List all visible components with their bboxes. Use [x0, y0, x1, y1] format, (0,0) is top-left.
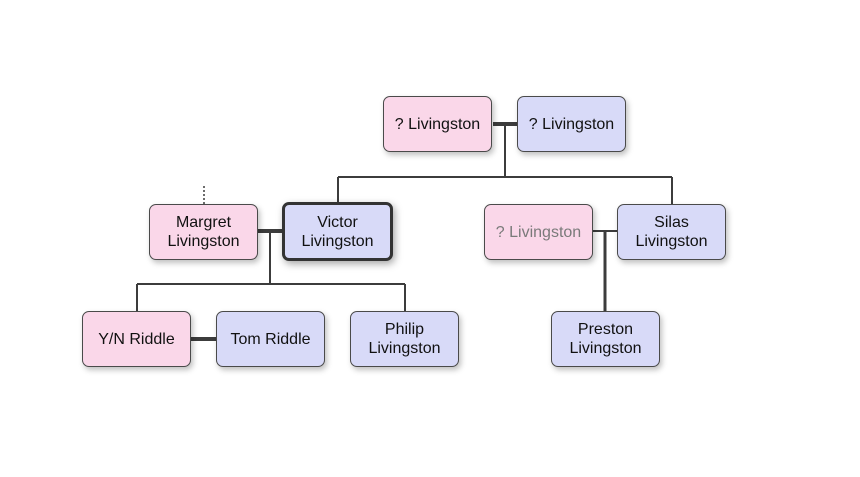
- person-card-gp-father[interactable]: ? Livingston: [517, 96, 626, 152]
- person-name: Philip Livingston: [368, 321, 441, 357]
- person-card-yn[interactable]: Y/N Riddle: [82, 311, 191, 367]
- person-card-margret[interactable]: Margret Livingston: [149, 204, 258, 260]
- person-card-silas[interactable]: Silas Livingston: [617, 204, 726, 260]
- person-card-tom[interactable]: Tom Riddle: [216, 311, 325, 367]
- person-name: Y/N Riddle: [98, 330, 175, 348]
- person-card-silas-wife[interactable]: ? Livingston: [484, 204, 593, 260]
- person-card-preston[interactable]: Preston Livingston: [551, 311, 660, 367]
- person-name: Tom Riddle: [230, 330, 311, 348]
- person-name: Silas Livingston: [635, 214, 708, 250]
- person-name: Margret Livingston: [167, 214, 240, 250]
- person-card-philip[interactable]: Philip Livingston: [350, 311, 459, 367]
- person-card-gp-mother[interactable]: ? Livingston: [383, 96, 492, 152]
- person-name: ? Livingston: [528, 115, 615, 133]
- person-name: ? Livingston: [495, 223, 582, 241]
- person-card-victor[interactable]: Victor Livingston: [282, 202, 393, 261]
- person-name: Victor Livingston: [301, 213, 374, 250]
- person-name: ? Livingston: [394, 115, 481, 133]
- person-name: Preston Livingston: [569, 321, 642, 357]
